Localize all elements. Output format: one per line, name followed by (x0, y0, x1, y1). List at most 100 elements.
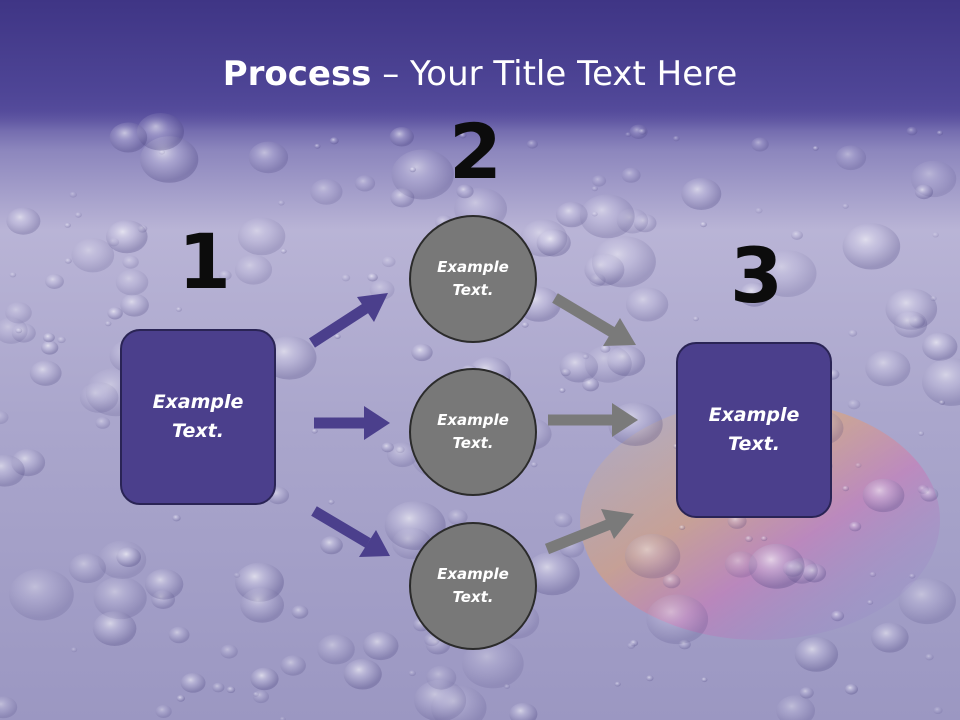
water-droplet (64, 258, 72, 264)
water-droplet (175, 307, 182, 312)
water-droplet (521, 322, 529, 328)
water-droplet (105, 321, 112, 327)
water-droplet (248, 141, 289, 174)
water-droplet (0, 696, 18, 719)
water-droplet (848, 329, 858, 337)
water-droplet (234, 254, 273, 285)
water-droplet (43, 332, 55, 343)
water-droplet (395, 446, 405, 454)
water-droplet (925, 653, 934, 661)
water-droplet (745, 535, 753, 543)
water-droplet (862, 478, 905, 513)
water-droplet (909, 573, 916, 579)
water-droplet (842, 223, 901, 270)
water-droplet (758, 250, 817, 297)
water-droplet (389, 127, 414, 147)
water-droplet (776, 695, 815, 720)
water-droplet (311, 428, 318, 434)
water-droplet (591, 175, 607, 187)
water-droplet (409, 167, 416, 173)
circle-middle-label: Example Text. (437, 411, 509, 452)
step-box-1: Example Text. (120, 329, 276, 505)
arrow-top-circle-to-box (552, 293, 636, 346)
slide-title: Process – Your Title Text Here (0, 52, 960, 96)
water-droplet (45, 274, 64, 289)
water-droplet (218, 270, 232, 281)
step-number-2: 2 (449, 107, 502, 196)
water-droplet (212, 682, 225, 693)
water-droplet (918, 431, 925, 436)
water-droplet (893, 311, 928, 338)
water-droplet (855, 462, 862, 468)
water-droplet (755, 207, 763, 214)
water-droplet (15, 327, 23, 334)
water-droplet (509, 702, 538, 720)
water-droplet (116, 547, 141, 567)
water-droplet (144, 569, 184, 600)
water-droplet (871, 622, 909, 653)
water-droplet (155, 705, 172, 718)
water-droplet (922, 332, 958, 361)
water-droplet (106, 220, 148, 254)
circle-top: Example Text. (409, 215, 537, 343)
water-droplet (812, 146, 819, 151)
water-droplet (646, 594, 709, 645)
water-droplet (220, 644, 238, 659)
water-droplet (625, 287, 669, 322)
water-droplet (525, 551, 580, 596)
water-droplet (614, 681, 621, 687)
water-droplet (920, 487, 939, 502)
water-droplet (93, 576, 147, 620)
water-droplet (240, 587, 284, 623)
water-droplet (329, 137, 339, 145)
water-droplet (95, 417, 111, 429)
water-droplet (92, 611, 137, 646)
water-droplet (310, 178, 343, 205)
water-droplet (69, 191, 77, 198)
water-droplet (9, 568, 74, 621)
water-droplet (68, 553, 106, 584)
water-droplet (847, 399, 861, 410)
water-droplet (579, 194, 635, 239)
water-droplet (9, 272, 17, 278)
water-droplet (625, 132, 632, 138)
water-droplet (122, 255, 139, 269)
water-droplet (354, 175, 376, 192)
water-droplet (279, 716, 286, 720)
water-droplet (692, 316, 699, 322)
water-droplet (447, 509, 468, 526)
water-droplet (180, 673, 206, 693)
water-droplet (842, 203, 849, 209)
water-droplet (381, 256, 396, 268)
water-droplet (75, 212, 82, 218)
water-droplet (869, 571, 877, 578)
water-droplet (914, 184, 934, 200)
water-droplet (849, 521, 862, 532)
water-droplet (172, 514, 181, 522)
water-droplet (233, 572, 241, 578)
circle-middle: Example Text. (409, 368, 537, 496)
water-droplet (930, 295, 937, 302)
water-droplet (57, 336, 66, 344)
water-droplet (933, 706, 943, 715)
water-droplet (646, 675, 654, 682)
water-droplet (253, 690, 269, 704)
water-droplet (867, 599, 874, 605)
water-droplet (390, 188, 415, 208)
water-droplet (362, 631, 399, 661)
water-droplet (64, 222, 71, 228)
water-droplet (408, 670, 416, 677)
water-droplet (553, 512, 573, 528)
water-droplet (582, 377, 599, 392)
water-droplet (0, 454, 25, 487)
arrow-to-middle-circle (314, 406, 390, 440)
water-droplet (109, 122, 148, 153)
water-droplet (794, 637, 839, 672)
circle-bottom: Example Text. (409, 522, 537, 650)
step-box-1-label: Example Text. (152, 391, 244, 442)
water-droplet (932, 232, 939, 238)
water-droplet (71, 238, 115, 273)
step-box-3: Example Text. (676, 342, 832, 518)
water-droplet (842, 485, 850, 492)
